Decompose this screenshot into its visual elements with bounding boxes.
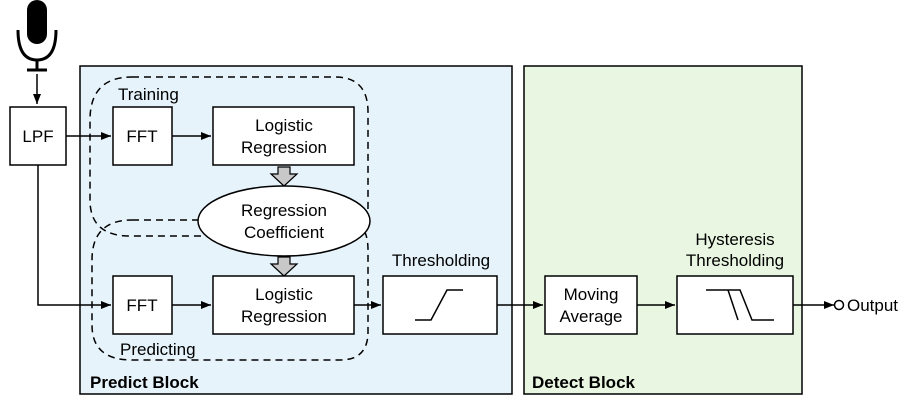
predicting-region-label: Predicting — [120, 340, 196, 359]
logistic-regression-train-line1: Logistic — [255, 116, 313, 135]
fft-predict-label: FFT — [126, 296, 157, 315]
hysteresis-label-line2: Thresholding — [686, 251, 784, 270]
fft-train-label: FFT — [126, 127, 157, 146]
output-label: Output — [847, 296, 898, 315]
regression-coefficient-line1: Regression — [241, 201, 327, 220]
lpf-label: LPF — [22, 127, 53, 146]
output-terminal — [833, 299, 845, 311]
down-arrow-icon — [269, 256, 299, 277]
predict-block-label: Predict Block — [90, 373, 199, 392]
hysteresis-curve-icon — [706, 289, 774, 321]
microphone-icon — [16, 0, 58, 72]
regression-coefficient-line2: Coefficient — [244, 223, 324, 242]
training-region — [89, 76, 369, 237]
logistic-regression-predict-line1: Logistic — [255, 285, 313, 304]
detect-block-label: Detect Block — [532, 373, 636, 392]
logistic-regression-predict-line2: Regression — [241, 307, 327, 326]
thresholding-box — [382, 275, 498, 335]
moving-average-line1: Moving — [564, 285, 619, 304]
logistic-regression-train-box — [212, 106, 355, 166]
down-arrow-icon — [269, 166, 299, 187]
hysteresis-label-line1: Hysteresis — [695, 230, 774, 249]
regression-coefficient-ellipse — [197, 185, 371, 257]
fft-predict-box — [112, 275, 173, 335]
training-region-label: Training — [118, 85, 179, 104]
logistic-regression-train-line2: Regression — [241, 138, 327, 157]
predicting-region — [91, 219, 369, 361]
step-function-icon — [415, 289, 463, 321]
moving-average-line2: Average — [559, 307, 622, 326]
hysteresis-thresholding-box — [676, 275, 794, 335]
thresholding-label: Thresholding — [392, 251, 490, 270]
logistic-regression-predict-box — [212, 275, 355, 335]
detect-block — [523, 65, 803, 395]
